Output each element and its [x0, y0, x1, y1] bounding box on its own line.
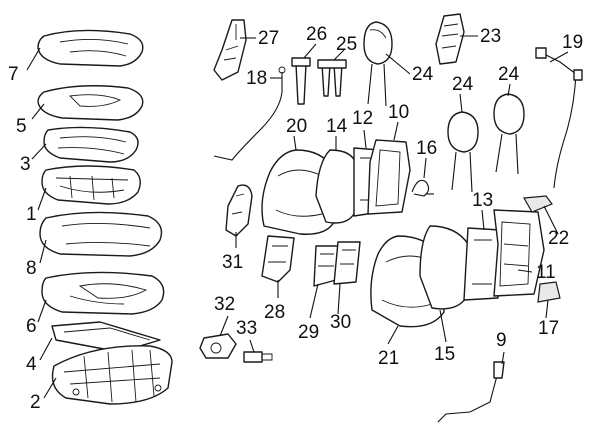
callout-13: 13: [472, 190, 493, 211]
callout-31: 30: [330, 312, 351, 333]
part-5-cushion-pad: [37, 85, 144, 121]
callout-23: 23: [480, 26, 501, 47]
part-31-bracket: [333, 241, 361, 285]
callout-30: 29: [298, 322, 319, 343]
part-3-pad-insulator: [43, 126, 139, 163]
part-15-seatback-pad: [419, 225, 469, 310]
callout-12: 12: [352, 108, 373, 129]
callout-4: 4: [26, 354, 37, 375]
part-18-cable: [213, 66, 286, 161]
part-19-harness: [535, 47, 583, 189]
part-23-bracket: [435, 13, 465, 65]
part-9-striker-rod: [437, 361, 505, 423]
part-34-bolt: [243, 351, 273, 363]
callout-24-center: 24: [412, 64, 434, 85]
part-24-headrest-right: [493, 93, 525, 175]
part-32-cover: [225, 184, 253, 237]
part-13-seatback-frame: [463, 227, 501, 301]
part-28-hinge-cover: [213, 19, 247, 81]
part-25-headrest-left: [447, 111, 479, 193]
callout-26: 25: [336, 34, 357, 55]
callout-19: 19: [562, 32, 583, 53]
part-14-seatback-pad: [315, 149, 357, 224]
part-10-seatback-panel: [367, 139, 411, 215]
callout-18: 18: [246, 68, 267, 89]
callout-14: 14: [326, 116, 348, 137]
callout-17: 17: [538, 318, 559, 339]
part-1-cushion-frame: [41, 165, 141, 205]
part-11-seatback-panel: [493, 209, 545, 297]
leader-lines: [26, 35, 569, 399]
callout-29: 28: [264, 302, 285, 323]
callout-27: 26: [306, 24, 327, 45]
part-26-guide: [317, 59, 347, 97]
part-16-hook: [411, 179, 434, 197]
callout-16: 16: [416, 138, 437, 159]
part-7-cushion-cover: [37, 29, 144, 67]
part-27-guide: [291, 57, 311, 105]
part-30-bracket: [313, 245, 339, 287]
callout-22: 22: [548, 228, 569, 249]
callout-10: 10: [388, 102, 409, 123]
part-29-trim: [261, 235, 295, 283]
callout-28: 27: [258, 28, 279, 49]
part-8-cushion-cover: [39, 211, 163, 257]
callout-24-right: 24: [498, 64, 520, 85]
callout-25: 24: [452, 74, 474, 95]
callout-11: 11: [536, 262, 556, 283]
callout-33: 32: [214, 294, 235, 315]
callout-15: 15: [434, 344, 455, 365]
part-22-latch: [523, 195, 553, 213]
callout-7: 7: [8, 64, 19, 85]
part-33-pivot-bracket: [199, 333, 237, 359]
part-24-headrest-center: [363, 21, 393, 107]
callout-8: 8: [26, 258, 37, 279]
callout-5: 5: [16, 116, 27, 137]
callout-1: 1: [26, 204, 37, 225]
part-17-cover: [537, 281, 561, 303]
callout-32: 31: [222, 252, 243, 273]
callout-21: 21: [378, 348, 399, 369]
part-2-cushion-frame: [51, 345, 173, 405]
part-6-cushion-pad: [41, 271, 165, 315]
callout-20: 20: [286, 116, 307, 137]
callout-34: 33: [236, 318, 257, 339]
callout-9: 9: [496, 330, 507, 351]
callout-6: 6: [26, 316, 37, 337]
callout-2: 2: [30, 392, 41, 413]
callout-3: 3: [20, 154, 31, 175]
callout-numbers: 7 5 3 1 8 6 4 2 27 26 25 18 24 23 19 24 …: [8, 24, 583, 413]
